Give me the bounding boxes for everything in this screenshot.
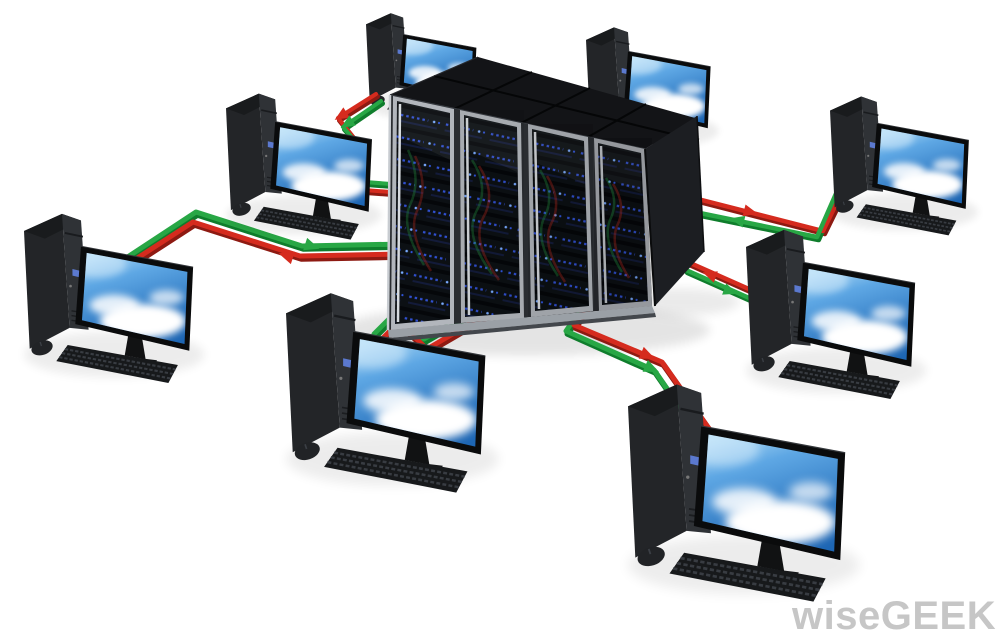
red-arrowhead bbox=[278, 251, 295, 265]
green-arrowhead bbox=[722, 283, 738, 295]
red-arrowhead bbox=[334, 107, 350, 120]
server-cabinet-door bbox=[460, 110, 524, 323]
server-cabinet-door bbox=[528, 124, 593, 317]
rack-base-shadow bbox=[389, 313, 656, 342]
server-cabinet-door bbox=[391, 96, 454, 330]
rack-left-edge bbox=[386, 94, 392, 331]
red-arrowhead bbox=[638, 346, 656, 359]
server-cabinet-door bbox=[594, 138, 652, 311]
green-arrowhead bbox=[303, 237, 320, 251]
red-arrowhead bbox=[702, 271, 718, 283]
rack-side-panel bbox=[644, 115, 705, 307]
watermark: wiseGEEK bbox=[791, 594, 996, 638]
green-arrowhead bbox=[730, 215, 746, 228]
green-arrowhead bbox=[340, 115, 356, 128]
server-rack-cluster bbox=[386, 56, 705, 342]
green-arrowhead bbox=[642, 359, 659, 372]
link-right-mid bbox=[683, 259, 763, 307]
rack-base-plinth bbox=[388, 306, 655, 338]
red-arrowhead bbox=[742, 204, 758, 217]
